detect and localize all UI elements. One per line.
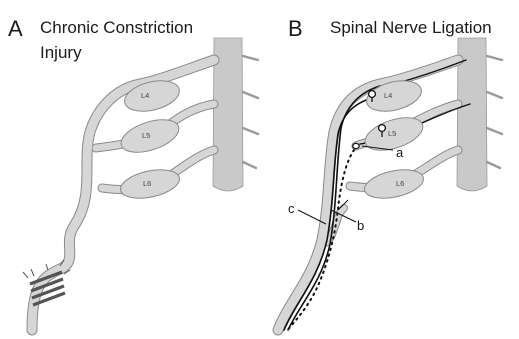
panel-b-ligature-marks [338, 143, 359, 210]
panel-a-spinal-cord [213, 38, 258, 191]
panel-b-ganglia: L4 L5 L6 [361, 76, 427, 203]
ganglion-label-l5-a: L5 [142, 131, 150, 140]
panel-a: A Chronic Constriction Injury [8, 16, 258, 330]
ganglion-label-l6-b: L6 [396, 179, 404, 188]
panel-a-title-line1: Chronic Constriction [40, 18, 193, 37]
marker-a-label: a [396, 145, 404, 160]
marker-c-label: c [288, 201, 295, 216]
ligature-cut-end [353, 143, 359, 148]
panel-b-letter: B [288, 16, 303, 41]
panel-a-title-line2: Injury [40, 43, 82, 62]
ganglion-label-l4-a: L4 [141, 91, 149, 100]
neuron-soma-l4 [369, 91, 376, 98]
ganglion-label-l5-b: L5 [388, 129, 396, 138]
panel-b-title: Spinal Nerve Ligation [330, 18, 492, 37]
neuron-soma-l5 [379, 125, 386, 132]
marker-b-label: b [357, 218, 364, 233]
panel-a-ganglia: L4 L5 L6 [117, 76, 183, 203]
ganglion-label-l4-b: L4 [384, 91, 392, 100]
ganglion-label-l6-a: L6 [143, 179, 151, 188]
panel-a-letter: A [8, 16, 23, 41]
panel-b: B Spinal Nerve Ligation [278, 16, 502, 332]
panel-a-nerve [32, 60, 214, 330]
